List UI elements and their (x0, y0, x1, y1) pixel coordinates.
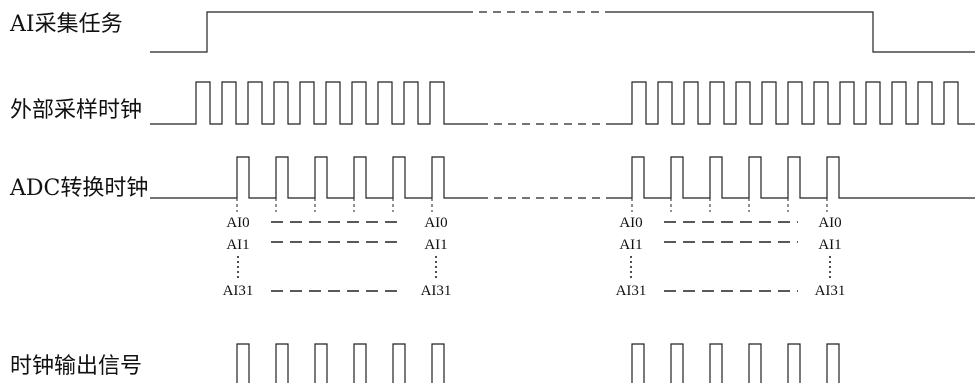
adc-clock-wave-end (612, 156, 975, 199)
ext-clock-label: 外部采样时钟 (10, 98, 143, 123)
channel-first-a-right: AI0 (424, 215, 447, 231)
channel-first-b-right: AI0 (818, 215, 841, 231)
clock-out-pulse-a-4 (392, 343, 406, 383)
clock-out-pulse-b-2 (709, 343, 723, 383)
clock-out-pulse-a-5 (431, 343, 445, 383)
clock-out-pulse-b-4 (787, 343, 801, 383)
channel-last-a-right: AI31 (421, 283, 452, 299)
channel-second-a-right: AI1 (424, 237, 447, 253)
channel-second-b-right: AI1 (818, 237, 841, 253)
clock-out-pulse-a-2 (314, 343, 328, 383)
clock-out-pulse-b-0 (631, 343, 645, 383)
adc-clock-wave (150, 156, 480, 199)
channel-first-a-left: AI0 (226, 215, 249, 231)
clock-out-pulse-a-3 (353, 343, 367, 383)
ext-clock-wave (150, 81, 480, 125)
channel-first-b-left: AI0 (619, 215, 642, 231)
channel-last-a-left: AI31 (223, 283, 254, 299)
adc-clock-label: ADC转换时钟 (10, 176, 149, 201)
clock-out-pulse-a-1 (275, 343, 289, 383)
ext-clock-wave-end (612, 81, 975, 125)
ai-task-gate-wave (150, 11, 465, 53)
clock-out-pulse-b-5 (826, 343, 840, 383)
channel-second-b-left: AI1 (619, 237, 642, 253)
clock-out-pulse-b-3 (748, 343, 762, 383)
clock-out-pulse-a-0 (236, 343, 250, 383)
ai-task-label: AI采集任务 (10, 12, 123, 37)
clock-out-pulse-b-1 (670, 343, 684, 383)
clock-out-label: 时钟输出信号 (10, 354, 143, 379)
channel-second-a-left: AI1 (226, 237, 249, 253)
channel-last-b-right: AI31 (815, 283, 846, 299)
channel-last-b-left: AI31 (616, 283, 647, 299)
ai-task-gate-wave-end (610, 11, 975, 53)
